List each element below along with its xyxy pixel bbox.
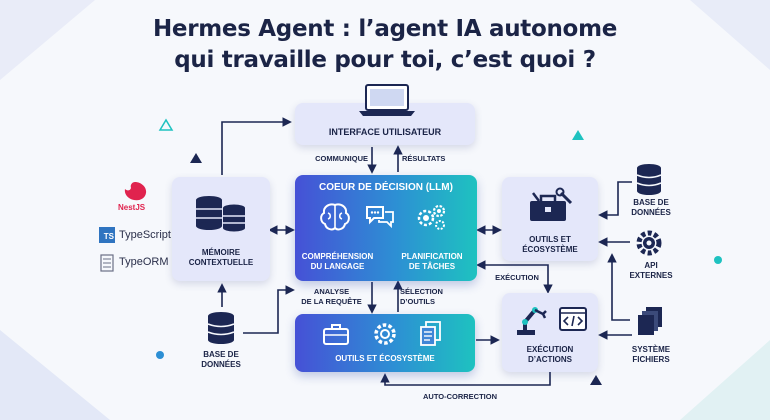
label-selection: SÉLECTION D’OUTILS [400, 287, 443, 306]
files-icon [638, 307, 662, 335]
arrow-db-right [598, 181, 632, 220]
brain-icon [320, 203, 350, 231]
title-line-1: Hermes Agent : l’agent IA autonome [152, 16, 618, 42]
toolbox-icon [530, 187, 573, 221]
decision-title: COEUR DE DÉCISION (LLM) [319, 182, 453, 193]
typeorm-label: TypeORM [119, 256, 169, 268]
tools-right-label: OUTILS ET ÉCOSYSTÈME [522, 235, 578, 254]
execution-label: EXÉCUTION D’ACTIONS [526, 345, 574, 364]
arrow-execution [476, 260, 553, 294]
laptop-icon [359, 84, 415, 116]
database-right-icon [636, 164, 662, 195]
arrow-memory-to-interface [221, 117, 292, 175]
chat-bubbles-icon [366, 206, 394, 229]
code-window-icon [559, 307, 587, 331]
documents-icon [420, 321, 441, 346]
page-title: Hermes Agent : l’agent IA autonome qui t… [0, 14, 770, 76]
label-communique: COMMUNIQUE [315, 154, 368, 163]
db-left-label: BASE DE DONNÉES [201, 350, 241, 369]
typeorm-logo-icon [100, 254, 114, 272]
database-left-icon [207, 312, 235, 344]
api-label: API EXTERNES [629, 261, 673, 280]
title-line-2: qui travaille pour toi, c’est quoi ? [174, 47, 596, 73]
decision-core-box [295, 175, 477, 281]
gear-icon [374, 323, 396, 345]
arrow-db-to-tools [243, 285, 295, 334]
files-label: SYSTÈME FICHIERS [631, 345, 671, 364]
database-servers-icon [196, 196, 245, 232]
memory-label: MÉMOIRE CONTEXTUELLE [188, 248, 254, 267]
db-right-label: BASE DE DONNÉES [631, 198, 671, 217]
briefcase-icon [323, 324, 349, 345]
typescript-label: TypeScript [119, 229, 171, 241]
label-execution: EXÉCUTION [495, 273, 539, 282]
tools-bottom-label: OUTILS ET ÉCOSYSTÈME [335, 354, 435, 363]
nestjs-label: NestJS [118, 203, 146, 212]
typescript-badge: TS [99, 227, 115, 243]
decision-left-label: COMPRÉHENSION DU LANGAGE [301, 252, 374, 271]
interface-label: INTERFACE UTILISATEUR [328, 127, 442, 137]
arrow-files [607, 253, 630, 321]
api-gear-icon [636, 230, 662, 256]
label-analyse: ANALYSE DE LA REQUÊTE [301, 287, 362, 306]
decision-right-label: PLANIFICATION DE TÂCHES [401, 252, 463, 271]
robot-arm-icon [517, 307, 547, 335]
label-resultats: RÉSULTATS [402, 154, 446, 163]
arrow-auto-correction [380, 372, 551, 386]
nestjs-logo-icon [124, 182, 147, 201]
memory-box [172, 177, 270, 281]
gears-icon [417, 204, 446, 230]
label-auto-correction: AUTO-CORRECTION [422, 392, 498, 401]
